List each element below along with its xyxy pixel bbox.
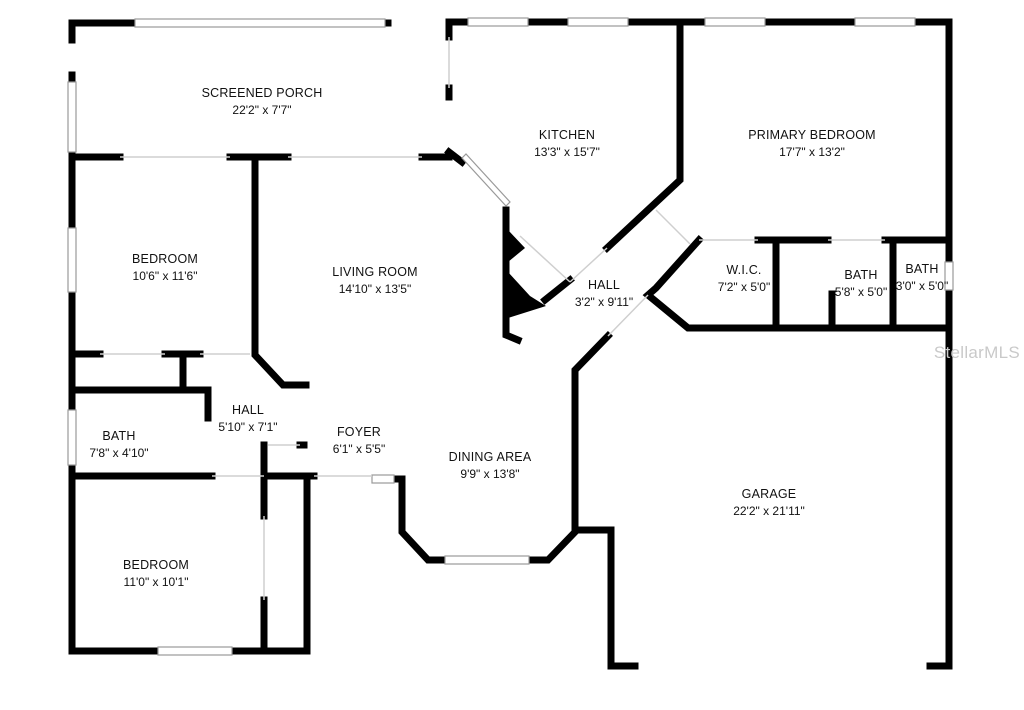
- room-dimensions: 10'6" x 11'6": [132, 268, 198, 283]
- wall: [926, 286, 953, 670]
- room-dimensions: 3'0" x 5'0": [895, 278, 949, 293]
- room-label-bedroom-2: BEDROOM 11'0" x 10'1": [123, 557, 189, 590]
- fireplace-hearth: [508, 272, 546, 318]
- room-label-bath-2: BATH 3'0" x 5'0": [896, 261, 948, 294]
- wall: [525, 331, 613, 564]
- wall: [911, 18, 953, 266]
- room-dimensions: 6'1" x 5'5": [332, 441, 386, 456]
- wall: [502, 206, 523, 345]
- room-dimensions: 3'2" x 9'11": [574, 294, 634, 309]
- room-label-hall-2: HALL 5'10" x 7'1": [218, 402, 277, 435]
- room-label-primary-bedroom: PRIMARY BEDROOM 17'7" x 13'2": [748, 127, 876, 160]
- room-name: DINING AREA: [448, 450, 532, 464]
- room-name: HALL: [587, 278, 621, 292]
- room-name: PRIMARY BEDROOM: [748, 128, 876, 142]
- window: [157, 646, 233, 656]
- room-label-bath-1: BATH 5'8" x 5'0": [835, 267, 887, 300]
- room-name: HALL: [231, 403, 265, 417]
- room-name: W.I.C.: [726, 263, 762, 277]
- wall: [251, 156, 310, 389]
- room-label-living-room: LIVING ROOM 14'10" x 13'5": [332, 264, 418, 297]
- room-dimensions: 14'10" x 13'5": [338, 281, 412, 296]
- wall: [372, 475, 449, 564]
- window: [461, 153, 511, 207]
- fireplace: [508, 230, 525, 262]
- room-label-screened-porch: SCREENED PORCH 22'2" x 7'7": [202, 85, 323, 118]
- window: [854, 17, 916, 27]
- wall: [68, 461, 162, 655]
- wall: [228, 472, 311, 655]
- room-dimensions: 22'2" x 7'7": [232, 102, 292, 117]
- walls: [68, 18, 953, 670]
- windows: [67, 17, 954, 656]
- room-name: BATH: [905, 262, 939, 276]
- room-label-bath-3: BATH 7'8" x 4'10": [89, 428, 148, 461]
- room-label-dining-area: DINING AREA 9'9" x 13'8": [449, 449, 532, 482]
- window: [67, 409, 77, 466]
- room-name: FOYER: [336, 425, 382, 439]
- room-name: GARAGE: [741, 487, 797, 501]
- window: [371, 474, 395, 484]
- room-dimensions: 17'7" x 13'2": [779, 144, 845, 159]
- wall: [571, 526, 639, 670]
- room-name: BATH: [102, 429, 136, 443]
- room-dimensions: 7'8" x 4'10": [89, 445, 149, 460]
- room-label-foyer: FOYER 6'1" x 5'5": [333, 424, 385, 457]
- room-label-bedroom-1: BEDROOM 10'6" x 11'6": [132, 251, 198, 284]
- room-dimensions: 7'2" x 5'0": [717, 279, 771, 294]
- room-label-kitchen: KITCHEN 13'3" x 15'7": [534, 127, 600, 160]
- window: [134, 18, 386, 28]
- window: [467, 17, 529, 27]
- wall: [444, 147, 467, 167]
- window: [67, 227, 77, 293]
- room-dimensions: 5'10" x 7'1": [218, 419, 278, 434]
- room-name: KITCHEN: [538, 128, 596, 142]
- door-openings: [100, 37, 885, 600]
- room-name: BEDROOM: [123, 558, 189, 572]
- room-label-hall-1: HALL 3'2" x 9'11": [575, 277, 633, 310]
- wall: [68, 386, 212, 422]
- room-name: SCREENED PORCH: [201, 86, 323, 100]
- room-label-wic: W.I.C. 7'2" x 5'0": [718, 262, 770, 295]
- room-name: BEDROOM: [132, 252, 198, 266]
- room-dimensions: 13'3" x 15'7": [534, 144, 600, 159]
- window: [67, 81, 77, 153]
- wall: [602, 22, 684, 253]
- window: [704, 17, 766, 27]
- wall: [540, 275, 575, 305]
- room-dimensions: 5'8" x 5'0": [834, 284, 888, 299]
- room-name: BATH: [844, 268, 878, 282]
- window: [567, 17, 629, 27]
- watermark: StellarMLS: [933, 343, 1020, 362]
- window: [944, 261, 954, 291]
- room-dimensions: 9'9" x 13'8": [460, 466, 520, 481]
- room-label-garage: GARAGE 22'2" x 21'11": [733, 486, 805, 519]
- room-dimensions: 22'2" x 21'11": [733, 503, 805, 518]
- room-name: LIVING ROOM: [332, 265, 418, 279]
- window: [444, 555, 530, 565]
- room-dimensions: 11'0" x 10'1": [123, 574, 189, 589]
